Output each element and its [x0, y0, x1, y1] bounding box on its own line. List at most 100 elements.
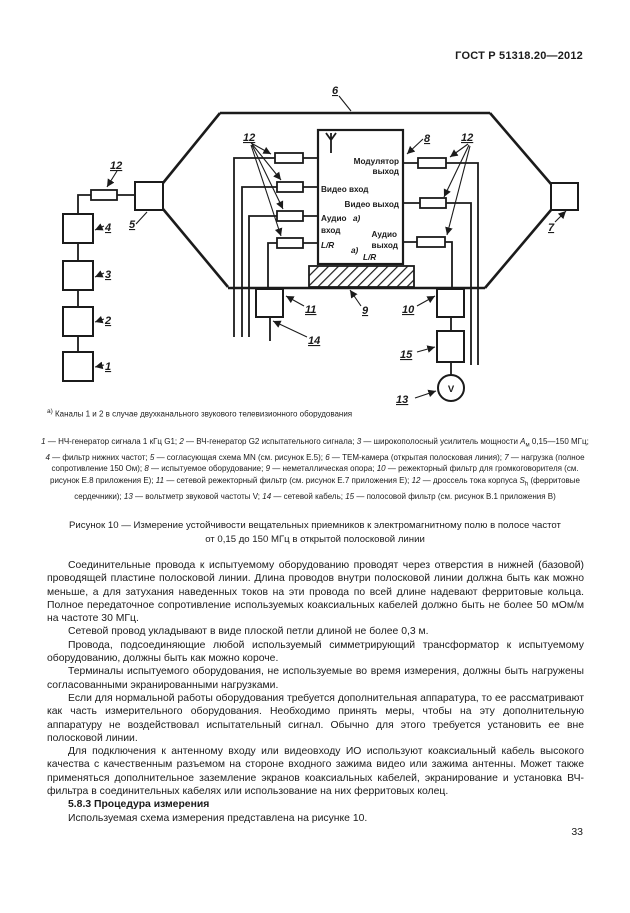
figure-10-diagram: 6 12 4 5 3 2 1 12 8 12 7 11 9 10 14 15 1…	[62, 85, 579, 406]
leader-9	[349, 289, 362, 307]
voltmeter-circle	[437, 374, 465, 402]
mains-rejection-filter-box	[255, 288, 284, 318]
leader-13	[414, 389, 437, 399]
eut-modulator-label-line1: Модулятор	[354, 157, 399, 166]
eut-modulator-label-line2: выход	[373, 167, 400, 176]
leader-12-right-a	[449, 143, 469, 158]
eut-note-a-1: а)	[353, 214, 361, 223]
speaker-rejection-filter-box	[436, 288, 465, 318]
paragraph-auxiliary-equipment: Если для нормальной работы оборудования …	[47, 692, 584, 744]
ferrite-choke	[276, 237, 304, 249]
leader-12-left-a	[250, 142, 272, 155]
bandpass-filter-box	[436, 330, 465, 363]
leader-14	[272, 320, 308, 338]
legend-item-9: 9 — неметаллическая опора;	[265, 464, 377, 474]
legend-item-10: 10 — режекторный фильтр для громкоговори…	[50, 464, 579, 485]
label-7: 7	[548, 222, 555, 234]
legend-item-15: 15 — полосовой фильтр (см. рисунок В.1 п…	[345, 491, 556, 501]
body-text: Соединительные провода к испытуемому обо…	[47, 559, 584, 825]
label-12-chain: 12	[110, 160, 122, 172]
footnote-text: Каналы 1 и 2 в случае двухканального зву…	[52, 409, 353, 419]
label-12-right: 12	[461, 132, 473, 144]
leader-4	[94, 223, 105, 231]
figure-caption-line2: от 0,15 до 150 МГц в открытой полосковой…	[205, 533, 425, 545]
paragraph-unused-terminals: Терминалы испытуемого оборудования, не и…	[47, 666, 584, 691]
eut-lr-out-label: L/R	[363, 253, 376, 262]
leader-10	[416, 295, 436, 307]
label-14: 14	[308, 335, 320, 347]
voltmeter-letter: V	[448, 384, 455, 395]
rf-generator-box	[62, 306, 94, 337]
legend-item-13: 13 — вольтметр звуковой частоты V;	[123, 491, 263, 501]
label-12-left: 12	[243, 132, 255, 144]
tem-right-upper-edge	[489, 112, 552, 185]
label-5: 5	[129, 219, 136, 231]
label-1: 1	[105, 361, 111, 373]
eut-lr-in-label: L/R	[321, 241, 334, 250]
label-10: 10	[402, 304, 415, 316]
legend-item-2: 2 — ВЧ-генератор G2 испытательного сигна…	[179, 437, 357, 446]
legend-item-12: 12 — дроссель тока корпуса Sh (ферритовы…	[74, 475, 580, 501]
label-13: 13	[396, 394, 408, 406]
tem-right-lower-edge	[484, 209, 552, 289]
label-4: 4	[104, 222, 111, 234]
doc-number: ГОСТ Р 51318.20—2012	[455, 50, 583, 62]
paragraph-measurement-scheme: Используемая схема измерения представлен…	[68, 812, 368, 824]
legend-item-11: 11 — сетевой режекторный фильтр (см. рис…	[155, 475, 412, 485]
leader-12-chain	[106, 170, 118, 188]
leader-15	[416, 345, 436, 353]
leader-6	[338, 95, 352, 112]
footnote-marker: а)	[47, 408, 53, 415]
lowpass-filter-box	[62, 213, 94, 244]
leader-12-right-b	[443, 144, 470, 198]
legend-item-4: 4 — фильтр нижних частот;	[45, 453, 150, 462]
paragraph-mains-lead: Сетевой провод укладывают в виде плоской…	[68, 626, 429, 638]
paragraph-coaxial-cable: Для подключения к антенному входу или ви…	[47, 746, 584, 798]
diagram-number-labels: 6 12 4 5 3 2 1 12 8 12 7 11 9 10 14 15 1…	[104, 85, 555, 406]
legend-item-7: 7 — нагрузка (полное сопротивление 150 О…	[51, 453, 585, 474]
leader-3	[94, 270, 105, 278]
signal-chain-wires	[77, 194, 135, 352]
leader-11	[285, 295, 305, 307]
legend-item-6: 6 — ТЕМ-камера (открытая полосковая лини…	[325, 453, 505, 462]
figure-legend: 1 — НЧ-генератор сигнала 1 кГц G1; 2 — В…	[38, 436, 592, 502]
page-number: 33	[571, 826, 583, 838]
eut-output-wires	[403, 162, 479, 375]
non-metallic-support	[308, 265, 415, 288]
ferrite-choke	[419, 197, 447, 209]
label-3: 3	[105, 269, 111, 281]
legend-item-14: 14 — сетевой кабель;	[262, 491, 346, 501]
tem-left-upper-edge	[161, 112, 222, 184]
label-9: 9	[362, 305, 369, 317]
matching-network-box	[134, 181, 164, 211]
antenna-icon	[325, 132, 337, 153]
power-amplifier-box	[62, 260, 94, 291]
leader-lines	[94, 95, 567, 399]
figure-footnote: а) Каналы 1 и 2 в случае двухканального …	[47, 408, 352, 419]
eut-port-labels: Модулятор выход Видео вход Видео выход А…	[321, 157, 455, 395]
eut-audio-out-label-line1: Аудио	[372, 230, 398, 239]
ferrite-choke	[276, 181, 304, 193]
eut-box	[316, 128, 405, 266]
legend-item-5: 5 — согласующая схема MN (см. рисунок Е.…	[149, 453, 326, 462]
ferrite-choke	[274, 152, 304, 164]
label-6: 6	[332, 85, 339, 97]
ferrite-choke	[417, 157, 447, 169]
eut-note-a-2: а)	[351, 246, 359, 255]
eut-video-out-label: Видео выход	[345, 200, 400, 209]
ferrite-choke	[416, 236, 446, 248]
paragraph-connecting-wires: Соединительные провода к испытуемому обо…	[47, 560, 584, 625]
paragraph-balun-wires: Провода, подсоединяющие любой используем…	[47, 639, 584, 665]
leader-5	[135, 211, 148, 225]
legend-item-3: 3 — широкополосный усилитель мощности Ам…	[356, 437, 589, 449]
label-15: 15	[400, 349, 413, 361]
leader-1	[94, 361, 105, 370]
af-generator-box	[62, 351, 94, 382]
label-2: 2	[104, 315, 111, 327]
eut-audio-in-label-line2: вход	[321, 226, 341, 235]
load-box	[550, 182, 579, 211]
label-8: 8	[424, 133, 431, 145]
leader-7	[554, 210, 567, 223]
leader-2	[94, 315, 105, 324]
